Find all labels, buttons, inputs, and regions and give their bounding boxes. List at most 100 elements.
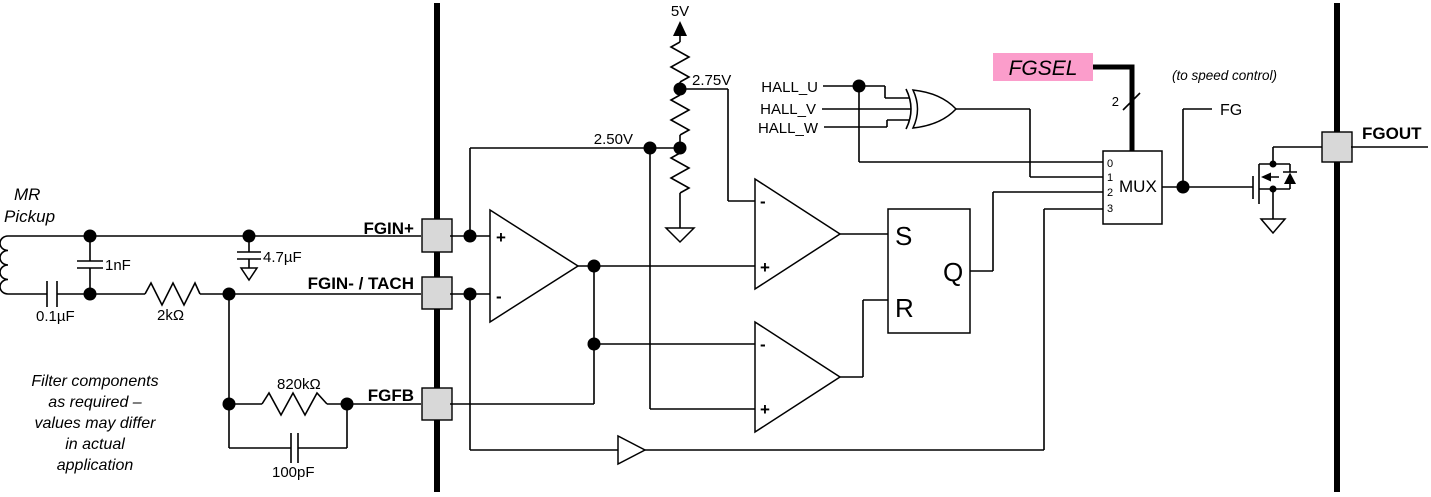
comparator-reset-minus-sign: -	[760, 335, 766, 354]
junction-dot	[852, 79, 866, 93]
mosfet-source-node	[1269, 185, 1277, 193]
resistor-2k	[144, 281, 201, 307]
junction-dot	[463, 229, 477, 243]
mux-block: 0 1 2 3 MUX	[1102, 150, 1163, 225]
tach-buffer-triangle	[617, 434, 647, 466]
latch-s-label: S	[895, 221, 912, 251]
comparator-reset: - +	[754, 320, 842, 434]
body-diode-icon	[1284, 172, 1296, 184]
external-input-network: MR Pickup 1nF 0.1µF 2kΩ 4.7µF 820kΩ 100p…	[0, 185, 421, 481]
res-2k-label: 2kΩ	[157, 307, 184, 324]
divider-resistor-mid	[669, 94, 691, 136]
output-mosfet	[1252, 160, 1296, 235]
hall-w-label: HALL_W	[758, 120, 819, 137]
input-amplifier: + -	[463, 208, 601, 351]
junction-dot	[673, 82, 687, 96]
mux-label: MUX	[1119, 177, 1157, 196]
comparator-set-plus-sign: +	[760, 258, 770, 277]
voltage-divider: 5V 2.75V 2.50V	[594, 3, 731, 244]
ground-symbol-divider	[664, 227, 696, 244]
comparator-set-triangle	[754, 177, 842, 291]
filter-note-line: application	[57, 457, 134, 474]
hall-xor-network: HALL_U HALL_V HALL_W	[758, 79, 1103, 178]
fgsel-bus-wire	[1093, 64, 1135, 151]
filter-note: Filter components as required – values m…	[31, 373, 158, 474]
supply-arrow-icon	[673, 21, 687, 36]
junction-dot	[222, 287, 236, 301]
bus-width-label: 2	[1112, 94, 1119, 109]
comparator-reset-plus-sign: +	[760, 400, 770, 419]
filter-note-line: Filter components	[31, 373, 158, 390]
fgsel-network: FGSEL 2	[993, 53, 1141, 151]
cap-1nf-label: 1nF	[105, 257, 131, 274]
latch-r-label: R	[895, 293, 914, 323]
mr-pickup-label-line2: Pickup	[4, 207, 55, 226]
filter-note-line: as required –	[48, 394, 141, 411]
fgsel-highlight-box	[993, 53, 1093, 81]
mux-input-3-label: 3	[1107, 203, 1113, 215]
res-820k-label: 820kΩ	[277, 376, 321, 393]
sr-latch: S R Q	[887, 208, 971, 334]
fgin-minus-pin-label: FGIN- / TACH	[308, 274, 414, 293]
junction-dot	[242, 229, 256, 243]
fg-output-stage: FG (to speed control)	[1162, 68, 1428, 235]
mr-pickup-coil	[0, 235, 9, 295]
junction-dot	[83, 287, 97, 301]
cap-01uf-label: 0.1µF	[36, 308, 75, 325]
input-amp-triangle	[489, 208, 580, 324]
input-amp-plus-sign: +	[496, 228, 506, 247]
ground-symbol-mosfet	[1259, 218, 1287, 235]
fgfb-pin-label: FGFB	[368, 386, 414, 405]
mux-input-0-label: 0	[1107, 158, 1113, 170]
comparator-set: - +	[754, 177, 842, 291]
junction-dot	[222, 397, 236, 411]
comparator-reset-triangle	[754, 320, 842, 434]
hall-v-label: HALL_V	[760, 101, 816, 118]
fgout-pad	[1321, 131, 1353, 163]
mosfet-drain-node	[1269, 160, 1277, 168]
divider-resistor-top	[669, 41, 691, 83]
v5-label: 5V	[671, 3, 689, 20]
fgin-plus-pad	[421, 218, 453, 253]
comparator-set-minus-sign: -	[760, 192, 766, 211]
hall-wires	[822, 85, 1103, 178]
mux-input-2-label: 2	[1107, 187, 1113, 199]
chip-pads: FGIN+ FGIN- / TACH FGFB FGOUT	[308, 124, 1422, 421]
fg-label: FG	[1220, 102, 1242, 119]
latch-q-label: Q	[943, 257, 963, 287]
filter-note-line: in actual	[65, 436, 125, 453]
resistor-820k	[261, 391, 328, 417]
v250-label: 2.50V	[594, 131, 633, 148]
fgfb-pad	[421, 387, 453, 421]
output-wires	[1162, 108, 1428, 219]
xor-gate-input-arc	[905, 88, 912, 130]
ground-symbol-47uf	[239, 267, 259, 282]
external-wires	[8, 235, 421, 463]
to-speed-control-note: (to speed control)	[1172, 68, 1277, 83]
junction-dot	[643, 141, 657, 155]
junction-dot	[673, 141, 687, 155]
fgin-plus-pin-label: FGIN+	[363, 219, 414, 238]
bus-width-slash	[1122, 92, 1141, 111]
junction-dot	[1176, 180, 1190, 194]
fgout-pin-label: FGOUT	[1362, 124, 1422, 143]
junction-dot	[340, 397, 354, 411]
v275-label: 2.75V	[692, 72, 731, 89]
filter-note-line: values may differ	[35, 415, 157, 432]
fgin-minus-pad	[421, 276, 453, 310]
cap-47uf-label: 4.7µF	[263, 249, 302, 266]
junction-dot	[83, 229, 97, 243]
fgsel-label: FGSEL	[1009, 57, 1078, 80]
sr-latch-box	[887, 208, 971, 334]
junction-dot	[587, 337, 601, 351]
junction-dot	[463, 287, 477, 301]
xor-gate-body	[911, 89, 958, 129]
cap-100pf-label: 100pF	[272, 464, 315, 481]
hall-u-label: HALL_U	[761, 79, 818, 96]
input-amp-minus-sign: -	[496, 287, 502, 306]
junction-dot	[587, 259, 601, 273]
mosfet-body-arrow-icon	[1261, 172, 1271, 182]
divider-resistor-bottom	[669, 152, 691, 194]
